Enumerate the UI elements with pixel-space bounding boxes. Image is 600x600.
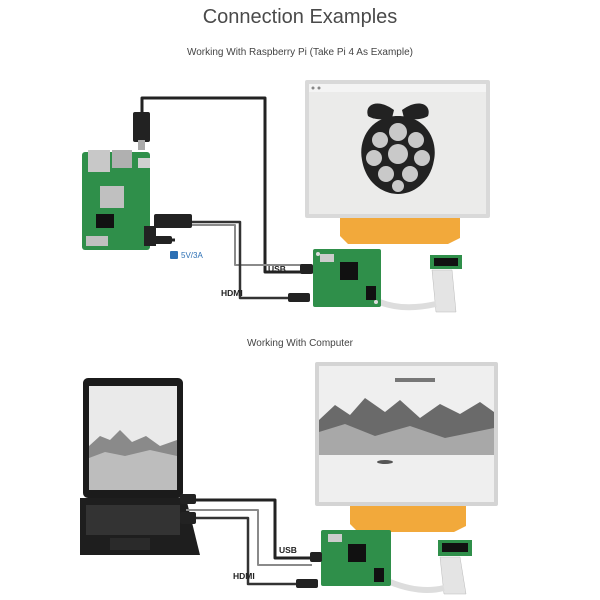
usb-label-bottom: USB bbox=[279, 545, 297, 555]
raspberry-pi-logo bbox=[361, 103, 435, 194]
cables-top bbox=[140, 96, 313, 300]
hdmi-label-bottom: HDMI bbox=[233, 571, 255, 581]
raspberry-pi-board bbox=[82, 150, 156, 250]
driver-board-top bbox=[313, 249, 381, 307]
cables-bottom bbox=[186, 498, 322, 586]
pc-section-subtitle: Working With Computer bbox=[247, 338, 353, 349]
power-label: 5V/3A bbox=[181, 251, 203, 260]
laptop bbox=[80, 378, 200, 555]
epaper-display-bottom bbox=[315, 362, 498, 506]
fpc-ribbon-bottom bbox=[350, 506, 466, 532]
page-title: Connection Examples bbox=[202, 6, 398, 28]
fpc-ribbon-top bbox=[340, 218, 460, 244]
pi-section-subtitle: Working With Raspberry Pi (Take Pi 4 As … bbox=[186, 47, 413, 58]
hdmi-label-top: HDMI bbox=[221, 288, 243, 298]
driver-board-bottom bbox=[321, 530, 391, 586]
usb-label-top: USB bbox=[268, 264, 286, 274]
